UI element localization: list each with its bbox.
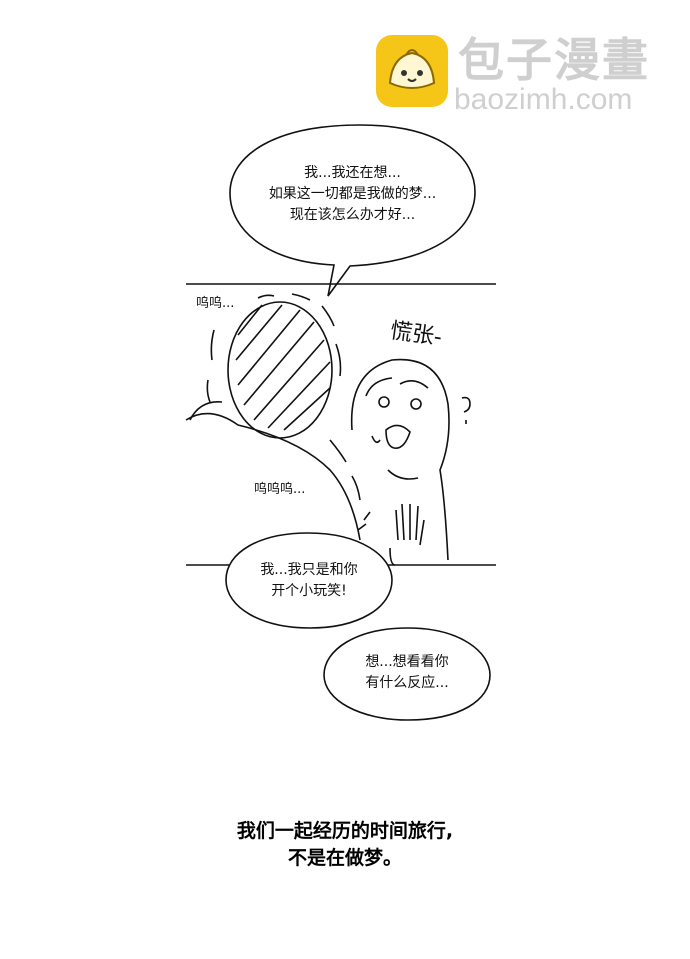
speech-line: 如果这一切都是我做的梦... bbox=[268, 186, 437, 202]
bun-icon bbox=[388, 49, 436, 89]
caption: 我们一起经历的时间旅行, 不是在做梦。 bbox=[0, 818, 690, 872]
sfx-sob-1: 呜呜... bbox=[196, 296, 235, 311]
panicked-figure bbox=[350, 358, 471, 566]
speech-text-middle: 我...我只是和你 开个小玩笑! bbox=[226, 560, 392, 602]
sfx-sob-2: 呜呜呜... bbox=[254, 482, 306, 497]
speech-line: 我...我还在想... bbox=[304, 165, 401, 181]
speech-text-lower: 想...想看看你 有什么反应... bbox=[324, 652, 490, 694]
site-logo bbox=[376, 35, 448, 107]
speech-line: 现在该怎么办才好... bbox=[289, 207, 416, 223]
speech-line: 想...想看看你 bbox=[365, 654, 449, 670]
watermark-title: 包子漫畫 bbox=[458, 33, 650, 87]
watermark-url: baozimh.com bbox=[454, 83, 633, 116]
speech-line: 开个小玩笑! bbox=[271, 583, 347, 599]
caption-line: 不是在做梦。 bbox=[287, 847, 402, 869]
caption-line: 我们一起经历的时间旅行, bbox=[236, 820, 454, 842]
speech-bubble-lower bbox=[323, 627, 491, 721]
speech-text-top: 我...我还在想... 如果这一切都是我做的梦... 现在该怎么办才好... bbox=[230, 163, 475, 226]
crying-figure bbox=[185, 293, 361, 541]
speech-line: 有什么反应... bbox=[365, 675, 449, 691]
speech-bubble-top bbox=[229, 124, 476, 297]
speech-bubble-middle bbox=[225, 532, 393, 629]
speech-line: 我...我只是和你 bbox=[260, 562, 358, 578]
